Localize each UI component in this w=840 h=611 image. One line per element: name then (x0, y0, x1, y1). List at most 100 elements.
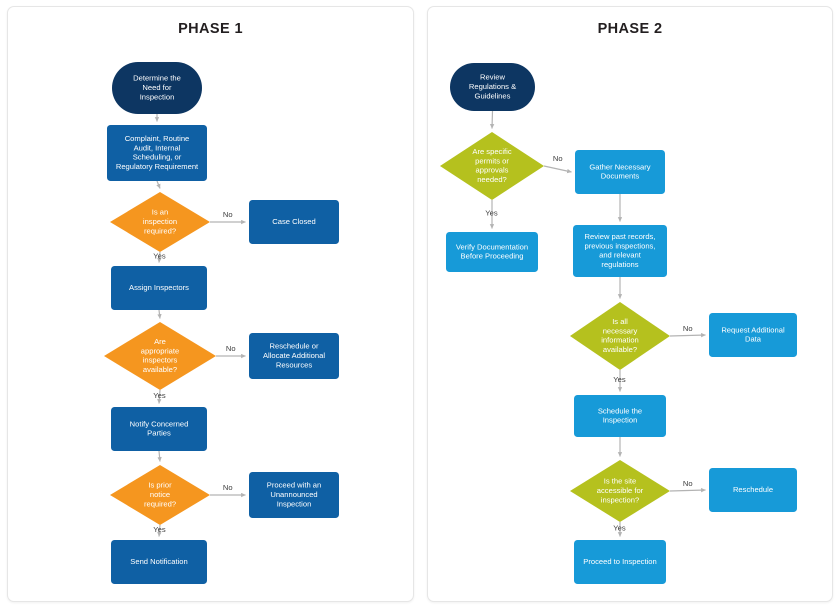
process-box[interactable] (111, 407, 207, 451)
flow-line (669, 332, 706, 338)
node-reschedule[interactable]: Reschedule (709, 468, 797, 512)
node-label: Proceed to Inspection (583, 557, 656, 566)
flow-line (157, 389, 162, 404)
flow-edge (156, 180, 161, 189)
edge-label-no: No (223, 210, 233, 219)
process-box[interactable] (249, 333, 339, 379)
flow-edge: Yes (153, 525, 166, 537)
decision-diamond[interactable] (110, 465, 210, 525)
flow-line (157, 251, 162, 263)
phase-2-title: PHASE 2 (597, 21, 663, 37)
flow-edge: Yes (613, 370, 626, 392)
edge-label-yes: Yes (153, 391, 166, 400)
decision-diamond[interactable] (110, 192, 210, 252)
node-send-notification[interactable]: Send Notification (111, 540, 207, 584)
flow-edge: Yes (613, 522, 626, 537)
process-box[interactable] (446, 232, 538, 272)
flow-edge: Yes (153, 389, 166, 404)
flow-edge (489, 110, 495, 129)
flow-line (157, 524, 162, 537)
phase-1-panel: PHASE 1 (7, 6, 414, 602)
terminator-shape[interactable] (450, 63, 535, 111)
flow-line (157, 309, 162, 319)
process-box[interactable] (574, 540, 666, 584)
edge-label-yes: Yes (485, 208, 498, 217)
process-box[interactable] (709, 313, 797, 357)
node-proceed-to-inspection[interactable]: Proceed to Inspection (574, 540, 666, 584)
process-box[interactable] (574, 395, 666, 437)
decision-diamond[interactable] (440, 132, 544, 200)
edge-label-no: No (553, 154, 563, 163)
flow-edge: No (216, 344, 246, 359)
node-label: Review past records,previous inspections… (585, 232, 656, 269)
decision-diamond[interactable] (570, 460, 670, 522)
process-box[interactable] (575, 150, 665, 194)
process-box[interactable] (249, 200, 339, 244)
flow-edge: No (210, 210, 246, 225)
flow-line (157, 450, 162, 462)
process-box[interactable] (111, 266, 207, 310)
process-box[interactable] (573, 225, 667, 277)
process-box[interactable] (111, 540, 207, 584)
node-review-past-records-previous-inspections-a[interactable]: Review past records,previous inspections… (573, 225, 667, 277)
decision-diamond[interactable] (104, 322, 216, 390)
flow-edge: No (669, 479, 706, 493)
edge-label-yes: Yes (153, 251, 166, 260)
edge-label-no: No (683, 324, 693, 333)
node-case-closed[interactable]: Case Closed (249, 200, 339, 244)
edge-label-no: No (223, 483, 233, 492)
flow-edge: Yes (153, 251, 166, 263)
phase-1-title: PHASE 1 (178, 21, 243, 37)
flow-edge: No (543, 154, 572, 174)
process-box[interactable] (249, 472, 339, 518)
node-assign-inspectors[interactable]: Assign Inspectors (111, 266, 207, 310)
process-box[interactable] (107, 125, 207, 181)
edge-label-no: No (226, 344, 236, 353)
process-box[interactable] (709, 468, 797, 512)
flow-line (156, 180, 161, 189)
flow-line (543, 165, 572, 174)
decision-diamond[interactable] (570, 302, 670, 370)
edge-label-yes: Yes (613, 375, 626, 384)
node-label: Case Closed (272, 217, 315, 226)
node-label: Send Notification (130, 557, 187, 566)
flow-line (489, 110, 495, 129)
node-label: Reschedule (733, 485, 773, 494)
terminator-shape[interactable] (112, 62, 202, 114)
flow-edge: Yes (485, 200, 498, 229)
edge-label-no: No (683, 479, 693, 488)
